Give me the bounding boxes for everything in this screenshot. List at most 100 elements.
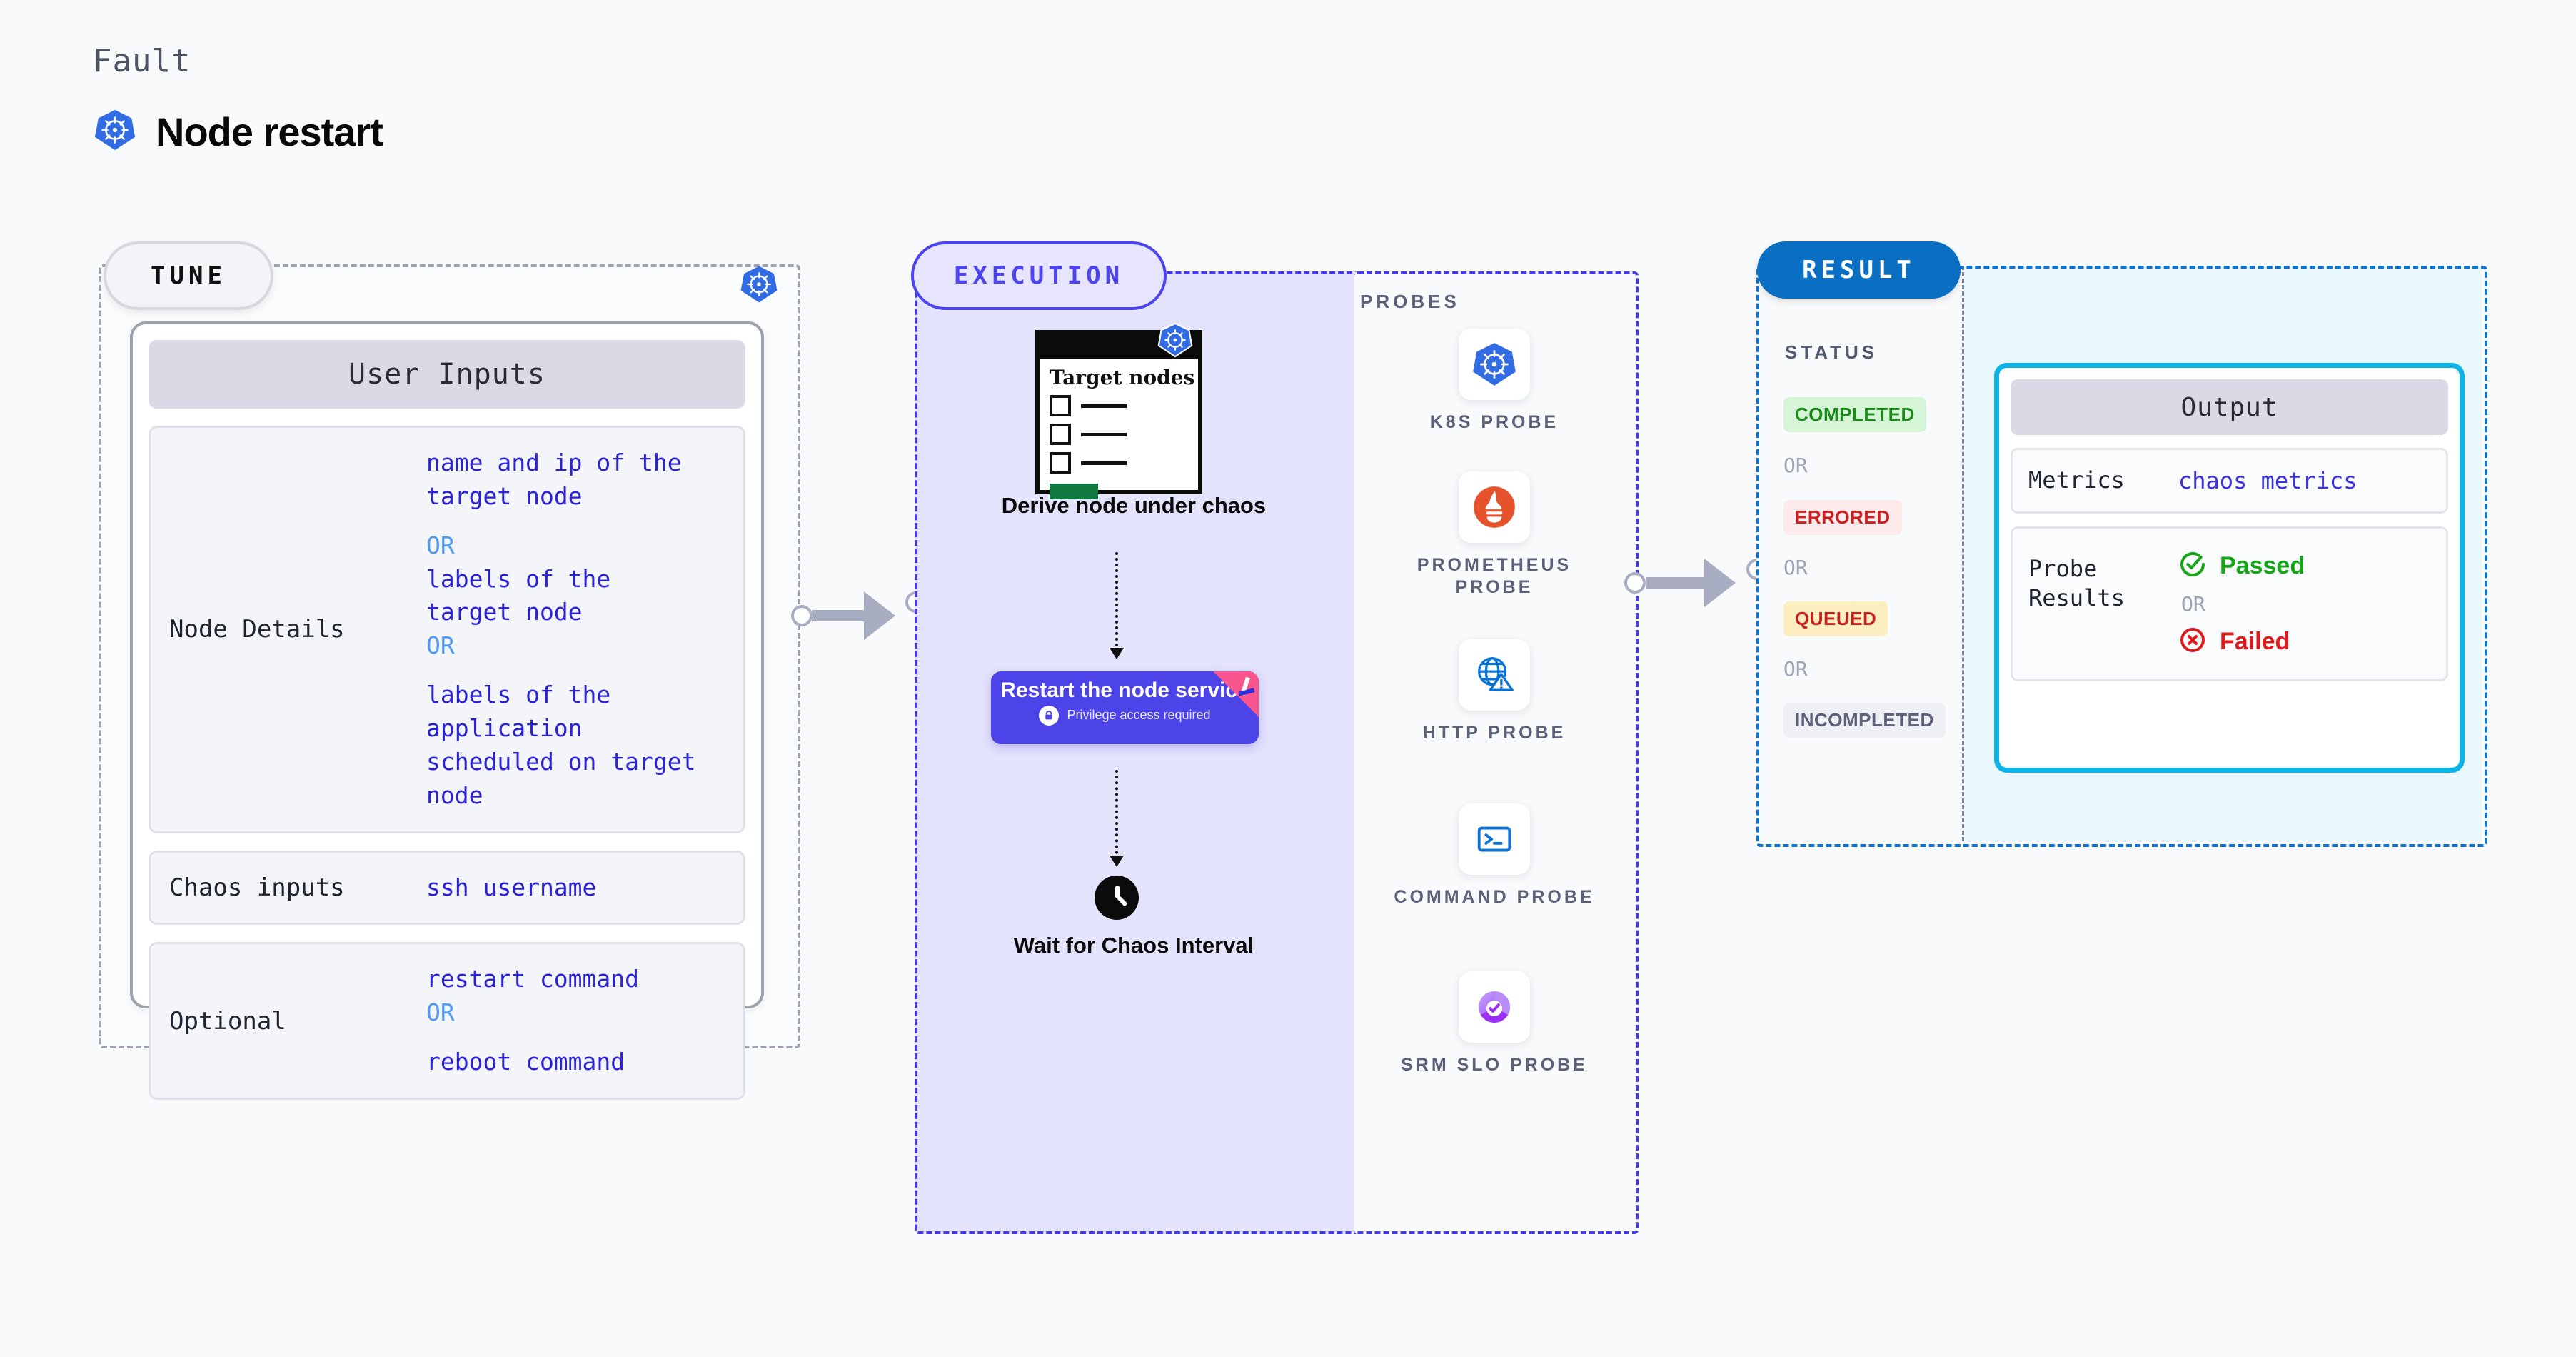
- ribbon-triangle: [1213, 671, 1259, 717]
- probes-panel: [1354, 271, 1639, 1234]
- step-sublabel: Privilege access required: [1067, 708, 1211, 722]
- step-label-derive-node: Derive node under chaos: [1001, 493, 1267, 518]
- target-nodes-title: Target nodes: [1050, 366, 1195, 389]
- spacer: [426, 514, 743, 529]
- kubernetes-icon: [1157, 321, 1194, 362]
- arrow-stem: [1115, 770, 1118, 866]
- or-separator: OR: [2181, 591, 2205, 616]
- spacer: [426, 1030, 743, 1046]
- table-row-metrics: Metrics chaos metrics: [2011, 448, 2448, 514]
- spacer: [426, 663, 743, 678]
- or-separator: OR: [1783, 454, 1808, 477]
- terminal-icon: [1459, 803, 1530, 875]
- or-separator: OR: [426, 631, 455, 660]
- table-row: Chaos inputs ssh username: [149, 850, 745, 926]
- probe-result-failed: Failed: [2178, 626, 2446, 658]
- srm-slo-icon: [1459, 971, 1530, 1043]
- probe-http[interactable]: HTTP PROBE: [1387, 639, 1601, 744]
- connector-bar: [1646, 577, 1706, 589]
- passed-label: Passed: [2220, 551, 2305, 579]
- row-label-chaos-inputs: Chaos inputs: [169, 873, 345, 903]
- probe-label: SRM SLO PROBE: [1401, 1055, 1588, 1075]
- connector-tune-to-execution: [791, 591, 895, 640]
- row-values-chaos-inputs: ssh username: [426, 871, 743, 905]
- value-node-labels: labels of the target node: [426, 564, 611, 626]
- clock-icon: [1095, 876, 1139, 920]
- user-inputs-title: User Inputs: [149, 340, 745, 409]
- step-title: Restart the node service: [1000, 678, 1249, 702]
- row-label-optional: Optional: [169, 1006, 286, 1036]
- probe-srm-slo[interactable]: SRM SLO PROBE: [1387, 971, 1601, 1076]
- or-separator: OR: [1783, 657, 1808, 681]
- privilege-note: Privilege access required: [991, 705, 1259, 726]
- probes-title: PROBES: [1360, 291, 1460, 312]
- value-restart-command: restart command: [426, 965, 640, 993]
- row-values-optional: restart command OR reboot command: [426, 963, 743, 1079]
- probe-results-values: Passed OR Failed: [2178, 550, 2446, 658]
- clock-hand: [1116, 895, 1128, 907]
- fault-title-row: Node restart: [93, 108, 383, 156]
- value-reboot-command: reboot command: [426, 1048, 625, 1076]
- page-header: Fault Node restart: [93, 43, 383, 156]
- list-item: [1050, 452, 1198, 474]
- checkbox-icon: [1050, 452, 1071, 474]
- flow-arrow: [1110, 552, 1124, 659]
- or-separator: OR: [426, 998, 455, 1027]
- globe-warning-icon: [1459, 639, 1530, 711]
- kubernetes-icon: [739, 264, 779, 308]
- metrics-label: Metrics: [2028, 466, 2125, 494]
- or-separator: OR: [426, 531, 455, 559]
- step-label-wait-chaos-interval: Wait for Chaos Interval: [1013, 933, 1254, 958]
- connector-bar: [812, 610, 865, 621]
- failed-label: Failed: [2220, 627, 2290, 655]
- value-app-labels: labels of the application scheduled on t…: [426, 681, 696, 809]
- connector-arrowhead: [1704, 559, 1736, 607]
- arrow-stem: [1115, 552, 1118, 658]
- line-placeholder: [1081, 432, 1127, 436]
- arrow-head: [1110, 856, 1124, 867]
- probe-label: K8S PROBE: [1429, 412, 1559, 432]
- probe-prometheus[interactable]: PROMETHEUS PROBE: [1387, 471, 1601, 599]
- result-panel: [1756, 266, 2487, 847]
- status-bar-green: [1050, 484, 1098, 500]
- probe-label: HTTP PROBE: [1422, 723, 1566, 743]
- output-title: Output: [2011, 379, 2448, 435]
- kubernetes-icon: [93, 108, 137, 156]
- metrics-value: chaos metrics: [2178, 466, 2358, 494]
- status-badge-incompleted: INCOMPLETED: [1783, 703, 1946, 738]
- checkbox-icon: [1050, 424, 1071, 446]
- check-circle-icon: [2178, 550, 2207, 582]
- connector-execution-to-result: [1624, 559, 1736, 607]
- execution-pill-label: EXECUTION: [911, 241, 1167, 310]
- row-values-node-details: name and ip of the target node OR labels…: [426, 446, 743, 813]
- table-row: Node Details name and ip of the target n…: [149, 426, 745, 833]
- value-name-ip: name and ip of the target node: [426, 449, 682, 510]
- line-placeholder: [1081, 404, 1127, 408]
- prometheus-icon: [1459, 471, 1530, 543]
- result-status-area: [1756, 266, 1964, 841]
- x-circle-icon: [2178, 626, 2207, 658]
- list-item: [1050, 395, 1198, 417]
- arrow-head: [1110, 648, 1124, 659]
- or-separator: OR: [1783, 556, 1808, 579]
- probe-label: COMMAND PROBE: [1394, 887, 1595, 907]
- probe-result-passed: Passed: [2178, 550, 2446, 582]
- probe-command[interactable]: COMMAND PROBE: [1387, 803, 1601, 908]
- kubernetes-icon: [1459, 329, 1530, 400]
- probe-label: PROMETHEUS PROBE: [1417, 555, 1572, 598]
- row-label-node-details: Node Details: [169, 615, 345, 644]
- checkbox-icon: [1050, 395, 1071, 417]
- probe-k8s[interactable]: K8S PROBE: [1387, 329, 1601, 434]
- status-badge-errored: ERRORED: [1783, 500, 1902, 535]
- step-restart-node-service[interactable]: Restart the node service Privilege acces…: [991, 671, 1259, 744]
- list-item: [1050, 424, 1198, 446]
- lock-icon: [1039, 705, 1060, 726]
- connector-arrowhead: [864, 591, 895, 640]
- user-inputs-card: User Inputs Node Details name and ip of …: [130, 321, 764, 1101]
- chaos-ribbon-icon: [1213, 671, 1259, 717]
- fault-eyebrow: Fault: [93, 43, 191, 79]
- connector-knob: [1624, 572, 1646, 594]
